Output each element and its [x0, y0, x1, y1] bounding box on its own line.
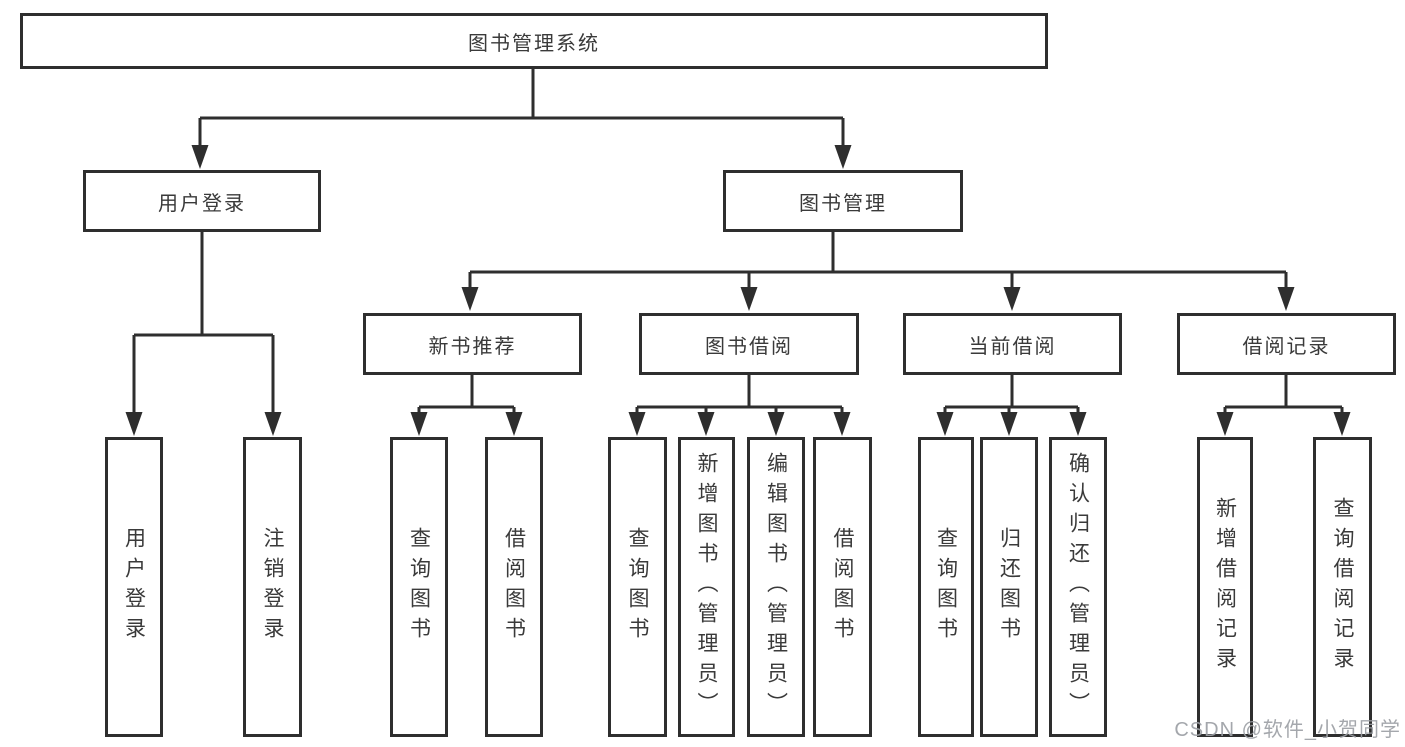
csdn-watermark: CSDN @软件_小贺同学 [1174, 719, 1401, 741]
leaf-query-book-borrowing-label: 查询图书 [626, 527, 649, 647]
node-book-management: 图书管理 [723, 170, 963, 232]
leaf-return-book: 归还图书 [980, 437, 1038, 737]
arrowhead-icon [461, 287, 479, 311]
leaf-user-login-label: 用户登录 [122, 527, 146, 647]
leaf-borrow-book-borrowing: 借阅图书 [813, 437, 872, 737]
leaf-add-book-admin-label: 新增图书（管理员） [695, 452, 718, 722]
connector-paths [132, 69, 1344, 414]
leaf-confirm-return-admin-label: 确认归还（管理员） [1066, 452, 1090, 722]
node-borrowing-records: 借阅记录 [1177, 313, 1396, 375]
node-user-login-label: 用户登录 [158, 192, 246, 215]
arrowhead-icon [1003, 287, 1021, 311]
leaf-edit-book-admin-label: 编辑图书（管理员） [764, 452, 788, 722]
leaf-edit-book-admin: 编辑图书（管理员） [747, 437, 805, 737]
arrowhead-icon [410, 412, 428, 436]
leaf-logout-label: 注销登录 [261, 527, 284, 647]
leaf-borrow-book-borrowing-label: 借阅图书 [831, 527, 854, 647]
arrowhead-icon [767, 412, 785, 436]
arrowheads [125, 145, 1351, 436]
leaf-user-login: 用户登录 [105, 437, 163, 737]
arrowhead-icon [1069, 412, 1087, 436]
arrowhead-icon [834, 145, 852, 169]
arrowhead-icon [1000, 412, 1018, 436]
leaf-borrow-book-recommend-label: 借阅图书 [502, 527, 526, 647]
node-current-borrowing: 当前借阅 [903, 313, 1122, 375]
node-library-system: 图书管理系统 [20, 13, 1048, 69]
leaf-add-book-admin: 新增图书（管理员） [678, 437, 735, 737]
node-new-book-recommendation-label: 新书推荐 [428, 335, 517, 358]
leaf-return-book-label: 归还图书 [997, 527, 1021, 647]
arrowhead-icon [505, 412, 523, 436]
leaf-add-borrow-record-label: 新增借阅记录 [1213, 497, 1237, 677]
leaf-query-book-current: 查询图书 [918, 437, 974, 737]
leaf-query-book-recommend: 查询图书 [390, 437, 448, 737]
leaf-query-book-borrowing: 查询图书 [608, 437, 667, 737]
arrowhead-icon [1333, 412, 1351, 436]
leaf-logout: 注销登录 [243, 437, 302, 737]
node-current-borrowing-label: 当前借阅 [968, 335, 1057, 358]
leaf-add-borrow-record: 新增借阅记录 [1197, 437, 1253, 737]
leaf-borrow-book-recommend: 借阅图书 [485, 437, 543, 737]
arrowhead-icon [697, 412, 715, 436]
node-new-book-recommendation: 新书推荐 [363, 313, 582, 375]
node-library-system-label: 图书管理系统 [468, 32, 600, 55]
arrowhead-icon [125, 412, 143, 436]
arrowhead-icon [264, 412, 282, 436]
arrowhead-icon [628, 412, 646, 436]
leaf-query-borrow-record-label: 查询借阅记录 [1331, 497, 1354, 677]
leaf-query-book-current-label: 查询图书 [934, 527, 958, 647]
leaf-query-book-recommend-label: 查询图书 [407, 527, 431, 647]
arrowhead-icon [740, 287, 758, 311]
node-book-borrowing: 图书借阅 [639, 313, 859, 375]
leaf-query-borrow-record: 查询借阅记录 [1313, 437, 1372, 737]
arrowhead-icon [1277, 287, 1295, 311]
arrowhead-icon [1216, 412, 1234, 436]
node-book-management-label: 图书管理 [799, 192, 887, 215]
node-book-borrowing-label: 图书借阅 [705, 335, 793, 358]
node-user-login: 用户登录 [83, 170, 321, 232]
leaf-confirm-return-admin: 确认归还（管理员） [1049, 437, 1107, 737]
arrowhead-icon [833, 412, 851, 436]
arrowhead-icon [191, 145, 209, 169]
node-borrowing-records-label: 借阅记录 [1242, 335, 1331, 358]
arrowhead-icon [936, 412, 954, 436]
